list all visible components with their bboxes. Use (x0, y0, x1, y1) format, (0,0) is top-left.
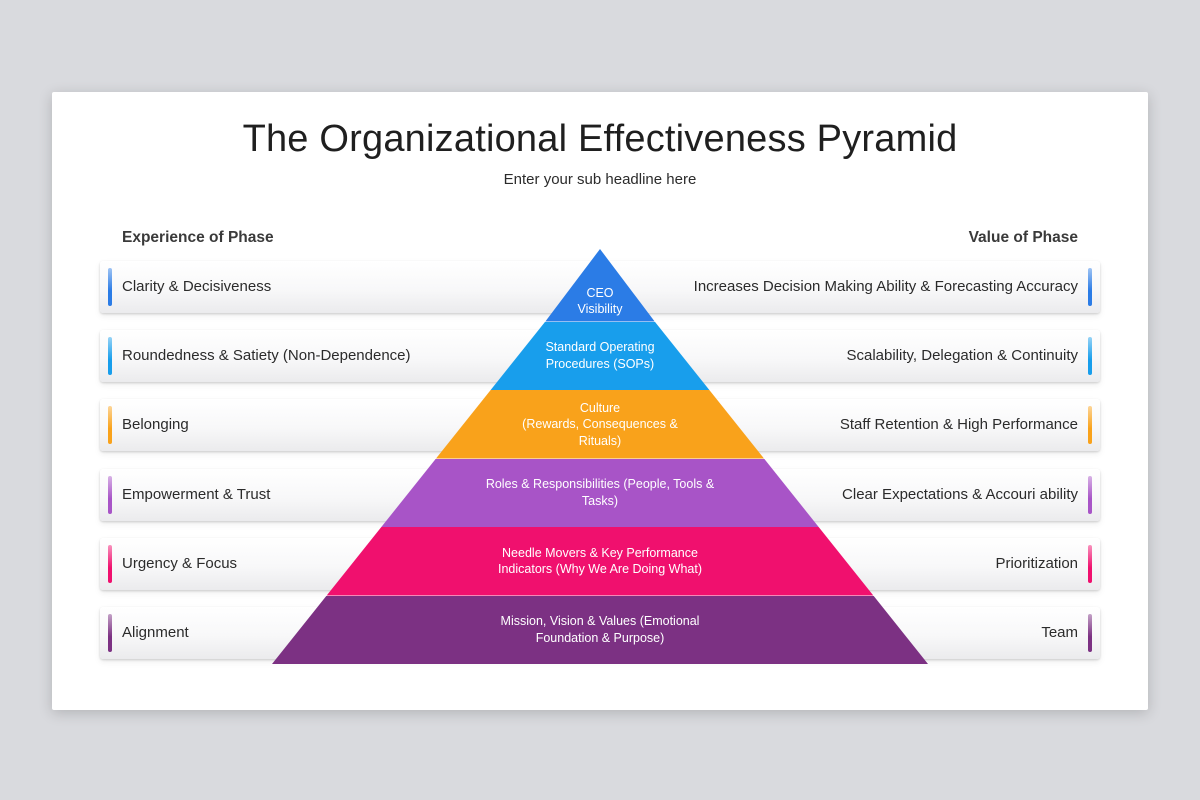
row-accent-left (108, 476, 112, 514)
pyramid: CEO Visibility Standard Operating Proced… (272, 249, 928, 664)
pyramid-layer-label: Needle Movers & Key Performance Indicato… (497, 545, 702, 577)
row-accent-left (108, 406, 112, 444)
pyramid-layer-label: Standard Operating Procedures (SOPs) (545, 340, 655, 371)
value-label: Prioritization (995, 555, 1078, 572)
slide-canvas: The Organizational Effectiveness Pyramid… (52, 92, 1148, 710)
pyramid-layer: Roles & Responsibilities (People, Tools … (381, 458, 819, 527)
row-accent-right (1088, 337, 1092, 375)
pyramid-layer-label: Roles & Responsibilities (People, Tools … (485, 477, 715, 508)
pyramid-layer: Standard Operating Procedures (SOPs) (490, 321, 710, 390)
experience-label: Urgency & Focus (122, 555, 238, 572)
row-accent-right (1088, 545, 1092, 583)
row-accent-left (108, 337, 112, 375)
experience-label: Empowerment & Trust (122, 486, 271, 503)
row-accent-right (1088, 406, 1092, 444)
row-accent-left (108, 614, 112, 652)
pyramid-layer-label: CEO Visibility (577, 285, 623, 317)
pyramid-layer-label: Culture (Rewards, Consequences & Rituals… (522, 400, 678, 448)
row-accent-right (1088, 614, 1092, 652)
experience-label: Belonging (122, 416, 189, 433)
slide-title: The Organizational Effectiveness Pyramid (242, 118, 958, 160)
experience-label: Roundedness & Satiety (Non-Dependence) (122, 347, 411, 364)
slide-subtitle: Enter your sub headline here (503, 171, 697, 188)
value-label: Clear Expectations & Accouri ability (842, 486, 1078, 503)
row-accent-left (108, 268, 112, 306)
value-label: Scalability, Delegation & Continuity (846, 347, 1078, 364)
row-accent-right (1088, 268, 1092, 306)
pyramid-layer: CEO Visibility (545, 249, 655, 322)
experience-of-phase-header: Experience of Phase (122, 229, 274, 246)
experience-label: Alignment (122, 624, 189, 641)
row-accent-right (1088, 476, 1092, 514)
value-label: Staff Retention & High Performance (839, 416, 1078, 433)
value-label: Increases Decision Making Ability & Fore… (693, 278, 1078, 295)
pyramid-layer-label: Mission, Vision & Values (Emotional Foun… (500, 614, 700, 645)
pyramid-layer: Mission, Vision & Values (Emotional Foun… (272, 595, 928, 664)
value-of-phase-header: Value of Phase (968, 229, 1078, 246)
pyramid-layer: Needle Movers & Key Performance Indicato… (326, 527, 874, 596)
experience-label: Clarity & Decisiveness (122, 278, 272, 295)
value-label: Team (1041, 624, 1078, 641)
pyramid-layer: Culture (Rewards, Consequences & Rituals… (436, 390, 764, 459)
row-accent-left (108, 545, 112, 583)
